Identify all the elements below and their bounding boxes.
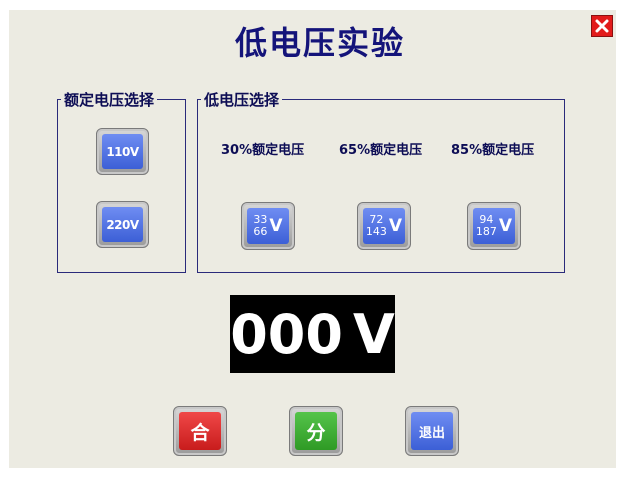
low-voltage-group: 低电压选择	[197, 89, 565, 273]
voltage-unit: V	[352, 302, 395, 366]
low-30-button[interactable]: 33 66 V	[241, 202, 295, 250]
page-title: 低电压实验	[234, 24, 405, 62]
low-65-unit: V	[388, 216, 403, 236]
close-icon	[595, 19, 609, 33]
rated-220v-button[interactable]: 220V	[96, 201, 149, 248]
low-85-button[interactable]: 94 187 V	[467, 202, 521, 250]
close-circuit-label: 合	[190, 421, 210, 444]
low-85-unit: V	[498, 216, 513, 236]
voltage-value: 000	[230, 302, 343, 366]
exit-button[interactable]: 退出	[405, 406, 459, 456]
low-65-top-value: 72	[369, 213, 384, 226]
close-circuit-button[interactable]: 合	[173, 406, 227, 456]
open-circuit-label: 分	[306, 421, 326, 444]
rated-110v-label: 110V	[106, 144, 139, 159]
rated-110v-button[interactable]: 110V	[96, 128, 149, 175]
low-85-bottom-value: 187	[475, 225, 497, 238]
rated-voltage-group-label: 额定电压选择	[61, 89, 158, 110]
voltage-display: 000 V	[230, 295, 395, 373]
low-30-unit: V	[269, 216, 283, 236]
open-circuit-button[interactable]: 分	[289, 406, 343, 456]
low-30-bottom-value: 66	[253, 225, 268, 238]
low-30-top-value: 33	[253, 213, 268, 226]
close-window-button[interactable]	[591, 15, 613, 37]
pct-30-label: 30%额定电压	[221, 143, 305, 158]
pct-85-label: 85%额定电压	[451, 143, 535, 158]
rated-220v-label: 220V	[106, 217, 139, 232]
low-voltage-group-label: 低电压选择	[201, 89, 283, 110]
pct-65-label: 65%额定电压	[339, 143, 423, 158]
low-85-top-value: 94	[479, 213, 494, 226]
exit-label: 退出	[418, 425, 445, 441]
rated-voltage-group: 额定电压选择	[57, 89, 186, 273]
low-65-button[interactable]: 72 143 V	[357, 202, 411, 250]
low-65-bottom-value: 143	[365, 225, 387, 238]
